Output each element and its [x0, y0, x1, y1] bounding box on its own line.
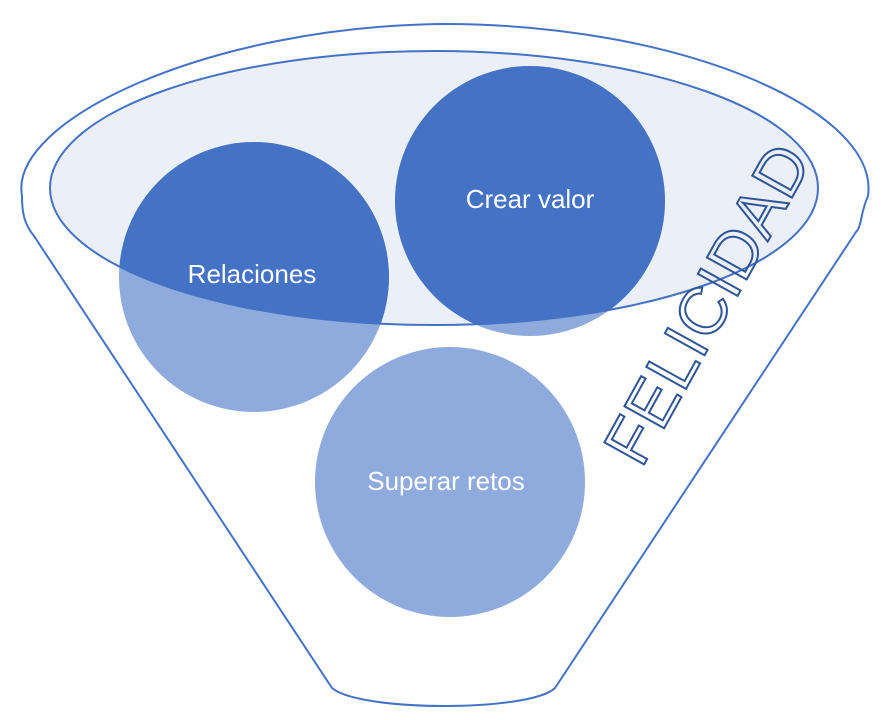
label-superar-retos: Superar retos — [367, 466, 525, 496]
circle-crear-valor-upper — [395, 66, 665, 325]
circle-relaciones-upper — [119, 142, 389, 325]
label-relaciones: Relaciones — [188, 259, 317, 289]
circles-dark-layer — [119, 66, 665, 325]
circle-superar-retos — [315, 347, 585, 617]
label-crear-valor: Crear valor — [466, 184, 595, 214]
